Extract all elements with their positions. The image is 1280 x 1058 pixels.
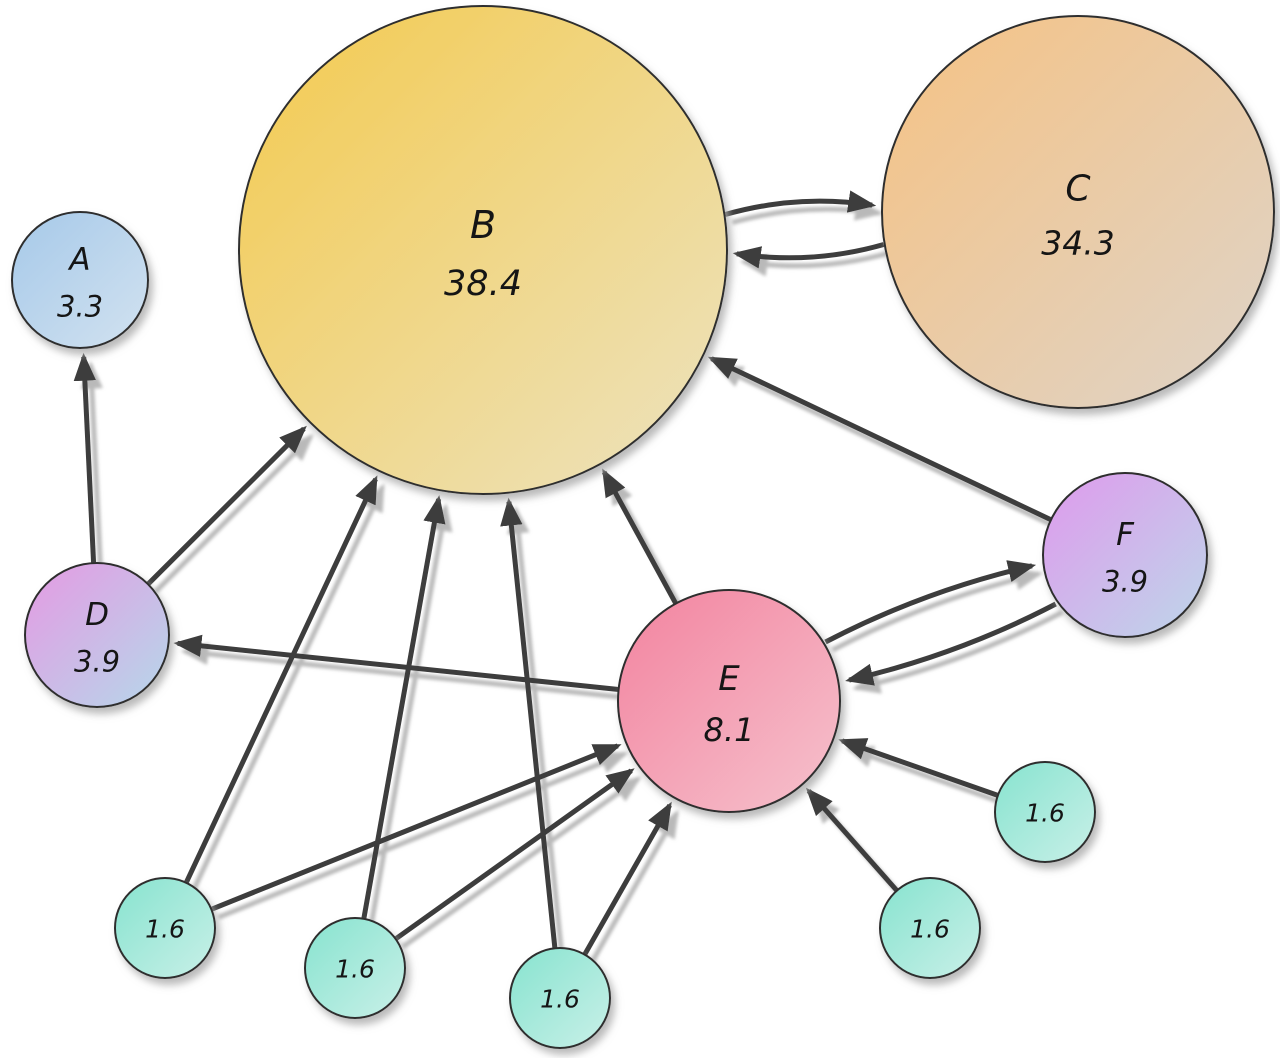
node-value-A: 3.3	[57, 290, 103, 324]
node-value-F: 3.9	[1102, 565, 1148, 599]
edge-P2-E-arrow	[394, 768, 635, 941]
edge-B-C-arrow	[724, 190, 877, 217]
node-circle-P4	[879, 877, 981, 979]
node-value-C: 34.3	[1041, 224, 1114, 263]
edge-E-F-arrow	[824, 560, 1037, 645]
node-label-F: F	[1116, 517, 1135, 553]
node-value-P1: 1.6	[145, 915, 185, 944]
edge-F-B-arrow	[707, 356, 1052, 523]
edge-D-A-arrow	[73, 352, 97, 564]
node-circle-E	[617, 589, 841, 813]
node-label-D: D	[85, 597, 109, 633]
node-P3: 1.6	[509, 947, 611, 1049]
edge-P4-E-arrow	[805, 787, 899, 893]
edge-E-D-arrow	[173, 634, 619, 692]
node-circle-D	[24, 562, 170, 708]
node-P4: 1.6	[879, 877, 981, 979]
node-circle-P3	[509, 947, 611, 1049]
node-label-E: E	[718, 659, 740, 699]
node-P1: 1.6	[114, 877, 216, 979]
node-D: D 3.9	[24, 562, 170, 708]
node-value-B: 38.4	[444, 264, 522, 304]
node-circle-B	[238, 5, 728, 495]
edge-P2-B-arrow	[361, 494, 446, 920]
node-label-B: B	[470, 203, 496, 247]
node-P2: 1.6	[304, 917, 406, 1019]
edge-P1-E-arrow	[210, 743, 622, 912]
edge-P3-B-arrow	[500, 497, 558, 949]
node-circle-C	[881, 15, 1275, 409]
node-F: F 3.9	[1042, 472, 1208, 638]
edge-F-E-arrow	[845, 601, 1057, 686]
node-C: C 34.3	[881, 15, 1275, 409]
node-label-C: C	[1065, 169, 1091, 210]
node-A: A 3.3	[11, 211, 149, 349]
edge-D-B-arrow	[146, 425, 307, 586]
node-circle-P2	[304, 917, 406, 1019]
edge-P1-B-arrow	[183, 475, 378, 884]
edges-layer	[73, 190, 1057, 956]
node-value-P3: 1.6	[540, 985, 580, 1014]
node-circle-F	[1042, 472, 1208, 638]
node-value-P4: 1.6	[910, 915, 950, 944]
edge-P5-E-arrow	[838, 738, 999, 798]
node-circle-A	[11, 211, 149, 349]
node-E: E 8.1	[617, 589, 841, 813]
node-value-P2: 1.6	[335, 955, 375, 984]
node-value-P5: 1.6	[1025, 799, 1065, 828]
node-circle-P5	[994, 761, 1096, 863]
node-label-A: A	[67, 242, 90, 278]
node-value-E: 8.1	[704, 711, 755, 749]
node-B: B 38.4	[238, 5, 728, 495]
edge-C-B-arrow	[732, 242, 885, 269]
node-P5: 1.6	[994, 761, 1096, 863]
edge-P3-E-arrow	[582, 801, 672, 956]
node-value-D: 3.9	[74, 645, 120, 679]
node-circle-P1	[114, 877, 216, 979]
edge-E-B-arrow	[601, 468, 678, 605]
